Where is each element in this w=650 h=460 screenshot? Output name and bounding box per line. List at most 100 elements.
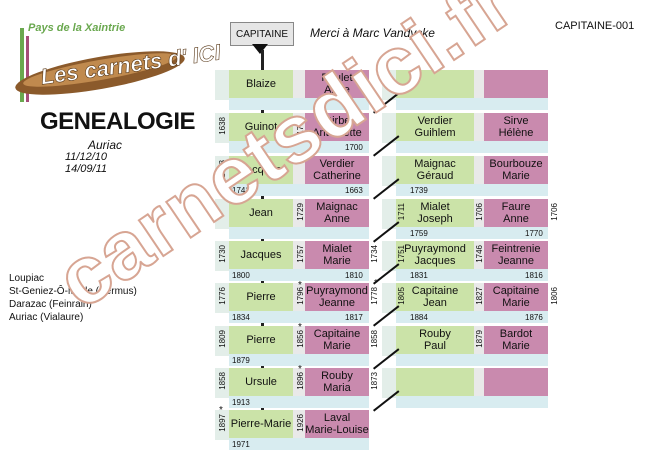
year-label: 1810 — [345, 271, 363, 280]
year-label: 1757 — [296, 245, 305, 263]
year-label: 1776 — [218, 287, 227, 305]
divider-strip — [293, 113, 305, 143]
year-label: 1879 — [475, 330, 484, 348]
year-strip-left — [215, 199, 229, 229]
man-box — [396, 368, 474, 396]
year-label: 1800 — [232, 271, 250, 280]
year-strip-left — [215, 368, 229, 398]
year-label: 1751 — [397, 245, 406, 263]
divider-strip — [474, 241, 484, 271]
man-box: Guinot — [229, 113, 293, 141]
year-strip-left — [382, 326, 396, 356]
man-box: Ursule — [229, 368, 293, 396]
asterisk-icon: * — [298, 322, 302, 333]
year-strip-left — [382, 70, 396, 100]
year-strip-left — [215, 410, 229, 440]
year-label: 1879 — [232, 356, 250, 365]
year-label: 1730 — [218, 245, 227, 263]
date-strip — [229, 311, 369, 323]
divider-strip — [474, 368, 484, 398]
year-label: 1831 — [410, 271, 428, 280]
year-strip-left — [215, 241, 229, 271]
year-strip-left — [382, 283, 396, 313]
year-label: 1816 — [525, 271, 543, 280]
year-label: 1897 — [218, 414, 227, 432]
place-item: Darazac (Feinrain) — [9, 299, 92, 310]
year-label: 1759 — [410, 229, 428, 238]
date-strip — [396, 227, 548, 239]
logo-tagline: Pays de la Xaintrie — [28, 22, 126, 34]
asterisk-icon: * — [219, 405, 223, 416]
divider-strip — [293, 70, 305, 100]
date-strip — [229, 227, 369, 239]
divider-strip — [293, 368, 305, 398]
divider-strip — [474, 283, 484, 313]
asterisk-icon: * — [374, 278, 378, 289]
divider-strip — [293, 199, 305, 229]
credit-text: Merci à Marc Vandycke — [310, 26, 435, 40]
page-subtitle: Auriac — [88, 138, 123, 152]
year-label: 1706 — [550, 203, 559, 221]
year-label: 1834 — [232, 313, 250, 322]
year-strip-left — [215, 113, 229, 143]
year-label: 1827 — [475, 287, 484, 305]
year-label: 1913 — [232, 398, 250, 407]
date-strip — [229, 184, 369, 196]
year-label: 1741 — [232, 186, 250, 195]
divider-strip — [474, 70, 484, 100]
year-label: 1971 — [232, 440, 250, 449]
year-label: 1858 — [218, 372, 227, 390]
date-strip — [229, 438, 369, 450]
man-box: Pierre-Marie — [229, 410, 293, 438]
place-item: Auriac (Vialaure) — [9, 312, 84, 323]
year-label: 1858 — [370, 330, 379, 348]
year-strip-left — [382, 368, 396, 398]
date-strip — [396, 396, 548, 408]
year-label: 1884 — [410, 313, 428, 322]
year-strip-left — [215, 156, 229, 186]
date-strip — [229, 269, 369, 281]
year-label: 1778 — [370, 287, 379, 305]
date-updated: 14/09/11 — [65, 163, 108, 175]
year-label: 1700 — [345, 143, 363, 152]
date-strip — [396, 311, 548, 323]
year-label: 1663 — [345, 186, 363, 195]
arrow-down-icon — [252, 44, 268, 54]
man-box: Jean — [229, 199, 293, 227]
year-label: 1873 — [370, 372, 379, 390]
date-created: 11/12/10 — [65, 151, 108, 163]
place-item: St-Geniez-Ô-Merle (Sermus) — [9, 286, 137, 297]
asterisk-icon: * — [298, 364, 302, 375]
surname-box: CAPITAINE — [230, 22, 294, 46]
year-label: 1739 — [410, 186, 428, 195]
divider-strip — [474, 326, 484, 356]
date-strip — [396, 269, 548, 281]
man-box: Jacques — [229, 241, 293, 269]
divider-strip — [293, 283, 305, 313]
year-strip-left — [382, 241, 396, 271]
date-strip — [229, 141, 369, 153]
date-strip — [396, 184, 548, 196]
year-label: 1711 — [397, 203, 406, 221]
man-box: Jacques — [229, 156, 293, 184]
divider-strip — [293, 241, 305, 271]
reference-id: CAPITAINE-001 — [555, 20, 635, 32]
divider-strip — [293, 156, 305, 186]
date-strip — [229, 396, 369, 408]
year-label: 1734 — [370, 245, 379, 263]
